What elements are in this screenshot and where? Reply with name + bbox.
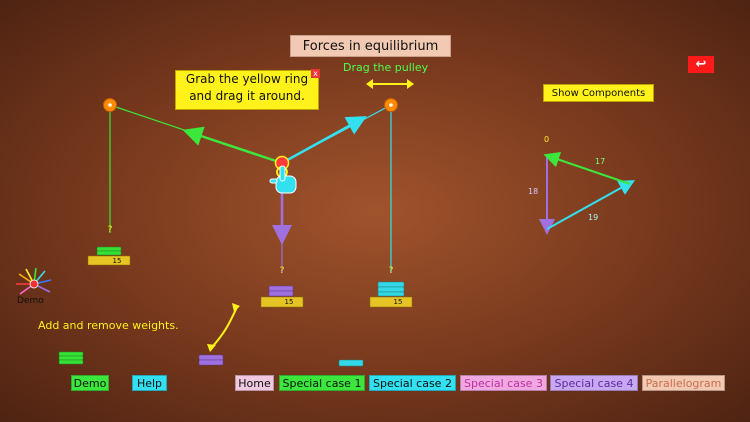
special-case-2-button[interactable]: Special case 2 xyxy=(369,375,456,391)
hint-box: Grab the yellow ring and drag it around.… xyxy=(175,69,320,110)
left-weight-stack[interactable] xyxy=(87,246,131,266)
left-force-vector xyxy=(182,126,283,165)
special-case-4-button[interactable]: Special case 4 xyxy=(550,375,638,391)
help-button[interactable]: Help xyxy=(132,375,167,391)
left-weight-value: 15 xyxy=(112,257,122,265)
close-icon[interactable]: x xyxy=(311,69,320,78)
right-weight-unknown: ? xyxy=(388,266,394,276)
back-arrow-icon[interactable]: ↩ xyxy=(688,56,714,73)
hand-pointer-icon xyxy=(269,165,297,194)
add-weights-arrow xyxy=(211,306,238,348)
special-case-1-button[interactable]: Special case 1 xyxy=(279,375,365,391)
center-weight-value: 15 xyxy=(284,298,294,306)
left-weight-unknown: ? xyxy=(107,225,113,235)
center-weight-unknown: ? xyxy=(279,266,285,276)
demo-icon-label[interactable]: Demo xyxy=(17,296,44,306)
purple-weight-supply[interactable] xyxy=(198,354,224,366)
cyan-weight-supply[interactable] xyxy=(338,359,364,367)
color-wheel-icon xyxy=(16,267,52,295)
left-pulley[interactable] xyxy=(103,98,117,112)
page-title: Forces in equilibrium xyxy=(290,35,451,57)
right-force-vector xyxy=(281,116,367,165)
special-case-3-button[interactable]: Special case 3 xyxy=(460,375,547,391)
vector-left-cable-label: 17 xyxy=(595,157,606,166)
add-weights-label: Add and remove weights. xyxy=(38,319,179,332)
hint-line-1: Grab the yellow ring xyxy=(185,72,309,86)
center-weight-stack[interactable] xyxy=(260,285,304,308)
drag-pulley-label: Drag the pulley xyxy=(343,61,429,74)
parallelogram-button[interactable]: Parallelogram xyxy=(642,375,725,391)
vector-zero-label: 0 xyxy=(544,135,550,144)
show-components-button[interactable]: Show Components xyxy=(543,84,654,102)
vector-vertical-label: 18 xyxy=(528,187,539,196)
vector-triangle xyxy=(539,152,635,235)
vector-right-cable-label: 19 xyxy=(588,213,599,222)
demo-button[interactable]: Demo xyxy=(71,375,109,391)
green-weight-supply[interactable] xyxy=(58,351,84,365)
home-button[interactable]: Home xyxy=(235,375,274,391)
right-weight-stack[interactable] xyxy=(369,281,413,308)
right-pulley[interactable] xyxy=(384,98,398,112)
right-weight-value: 15 xyxy=(393,298,403,306)
drag-pulley-arrow xyxy=(366,79,414,89)
hint-line-2: and drag it around. xyxy=(189,89,305,103)
